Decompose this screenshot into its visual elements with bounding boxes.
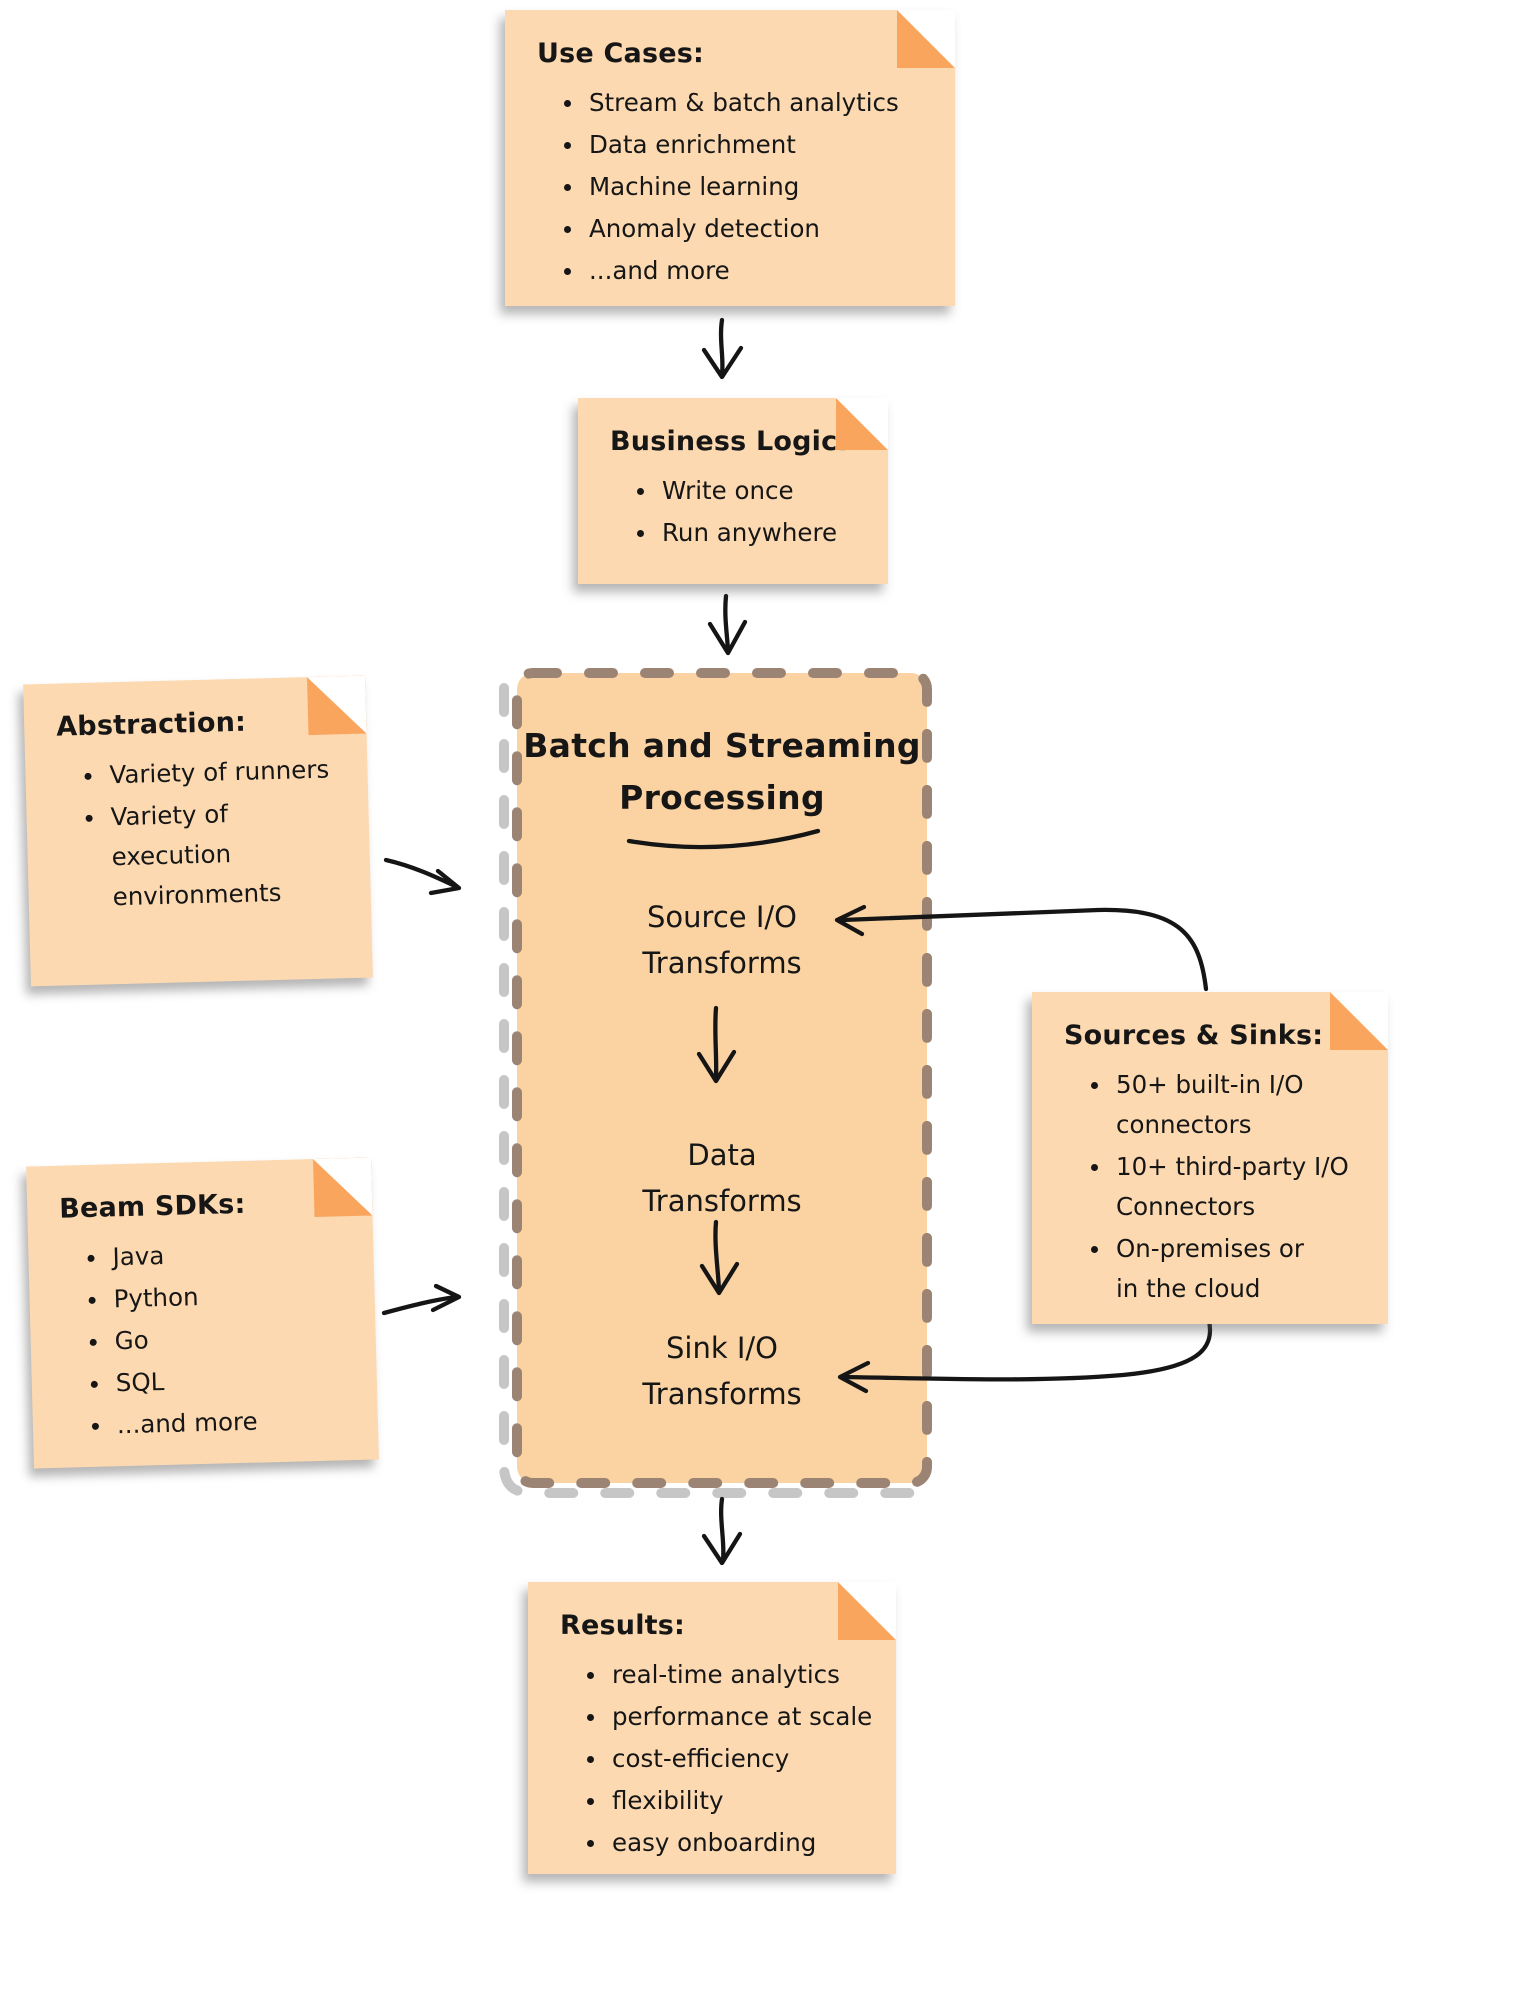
note-abstraction: Abstraction: Variety of runners Variety … (23, 675, 373, 987)
list-item: SQL (81, 1357, 357, 1404)
note-title: Use Cases: (537, 38, 704, 69)
list-item: Data enrichment (555, 125, 935, 165)
folded-corner (836, 398, 888, 450)
arrow-source-to-data (713, 1005, 719, 1081)
note-list: real-time analytics performance at scale… (556, 1655, 876, 1863)
list-item: On-premises or in the cloud (1082, 1229, 1368, 1309)
list-item: Stream & batch analytics (555, 83, 935, 123)
note-title: Sources & Sinks: (1064, 1020, 1324, 1051)
list-item: easy onboarding (578, 1823, 876, 1863)
arrowhead (834, 904, 867, 937)
arrow-sources-to-sink-io (842, 1318, 1213, 1382)
step-label-line1: Data (687, 1138, 757, 1172)
list-item: Python (79, 1273, 355, 1320)
list-item: ...and more (82, 1399, 358, 1446)
note-business-logic: Business Logic: Write once Run anywhere (578, 398, 888, 584)
folded-corner (313, 1157, 373, 1218)
arrowhead (837, 1360, 871, 1394)
arrow-beam-sdks-to-box (381, 1294, 459, 1316)
process-box-shadow (499, 683, 927, 1498)
arrow-use-cases-to-business-logic (718, 317, 725, 377)
folded-corner (897, 10, 955, 68)
list-item: Java (78, 1231, 354, 1278)
folded-corner (307, 675, 367, 736)
list-item: cost-efficiency (578, 1739, 876, 1779)
arrowhead (699, 1261, 740, 1296)
folded-corner (1330, 992, 1388, 1050)
list-item: Anomaly detection (555, 209, 935, 249)
list-item: Variety of execution environments (76, 791, 351, 918)
step-label-line2: Transforms (642, 946, 802, 980)
process-box-title-line1: Batch and Streaming (523, 726, 921, 765)
list-item: real-time analytics (578, 1655, 876, 1695)
step-label-line1: Sink I/O (665, 1331, 778, 1365)
process-box (512, 668, 932, 1488)
arrow-box-to-results (719, 1496, 726, 1563)
note-title: Business Logic: (610, 426, 849, 457)
note-list: Stream & batch analytics Data enrichment… (533, 83, 935, 291)
note-results: Results: real-time analytics performance… (528, 1582, 896, 1874)
arrow-business-logic-to-box (723, 593, 731, 653)
arrowhead (696, 1049, 737, 1084)
note-list: Variety of runners Variety of execution … (53, 749, 351, 919)
note-list: Java Python Go SQL ...and more (56, 1231, 358, 1447)
note-sources-sinks: Sources & Sinks: 50+ built-in I/O connec… (1032, 992, 1388, 1324)
list-item: Write once (628, 471, 868, 511)
arrowhead (701, 1531, 743, 1566)
list-item: 10+ third-party I/O Connectors (1082, 1147, 1368, 1227)
note-list: Write once Run anywhere (606, 471, 868, 553)
note-title: Beam SDKs: (58, 1188, 246, 1225)
process-box-title-line2: Processing (619, 778, 825, 817)
note-beam-sdks: Beam SDKs: Java Python Go SQL ...and mor… (26, 1157, 379, 1469)
list-item: Go (80, 1315, 356, 1362)
title-underline (626, 828, 821, 850)
arrow-sources-to-source-io (840, 907, 1209, 992)
step-data-transforms: Data Transforms (512, 1132, 932, 1224)
list-item: ...and more (555, 251, 935, 291)
note-use-cases: Use Cases: Stream & batch analytics Data… (505, 10, 955, 306)
arrow-abstraction-to-box (383, 857, 458, 889)
arrowhead (428, 868, 462, 896)
folded-corner (838, 1582, 896, 1640)
arrow-data-to-sink (713, 1219, 722, 1293)
arrowhead (701, 345, 744, 380)
step-source-io: Source I/O Transforms (512, 894, 932, 986)
step-sink-io: Sink I/O Transforms (512, 1325, 932, 1417)
step-label-line2: Transforms (642, 1377, 802, 1411)
arrowhead (707, 619, 748, 656)
list-item: Run anywhere (628, 513, 868, 553)
list-item: Variety of runners (75, 749, 348, 796)
list-item: flexibility (578, 1781, 876, 1821)
list-item: Machine learning (555, 167, 935, 207)
note-list: 50+ built-in I/O connectors 10+ third-pa… (1060, 1065, 1368, 1309)
note-title: Abstraction: (55, 706, 247, 743)
list-item: 50+ built-in I/O connectors (1082, 1065, 1368, 1145)
arrowhead (430, 1283, 462, 1313)
step-label-line2: Transforms (642, 1184, 802, 1218)
list-item: performance at scale (578, 1697, 876, 1737)
process-box-title: Batch and Streaming Processing (512, 720, 932, 824)
step-label-line1: Source I/O (647, 900, 797, 934)
note-title: Results: (560, 1610, 686, 1641)
